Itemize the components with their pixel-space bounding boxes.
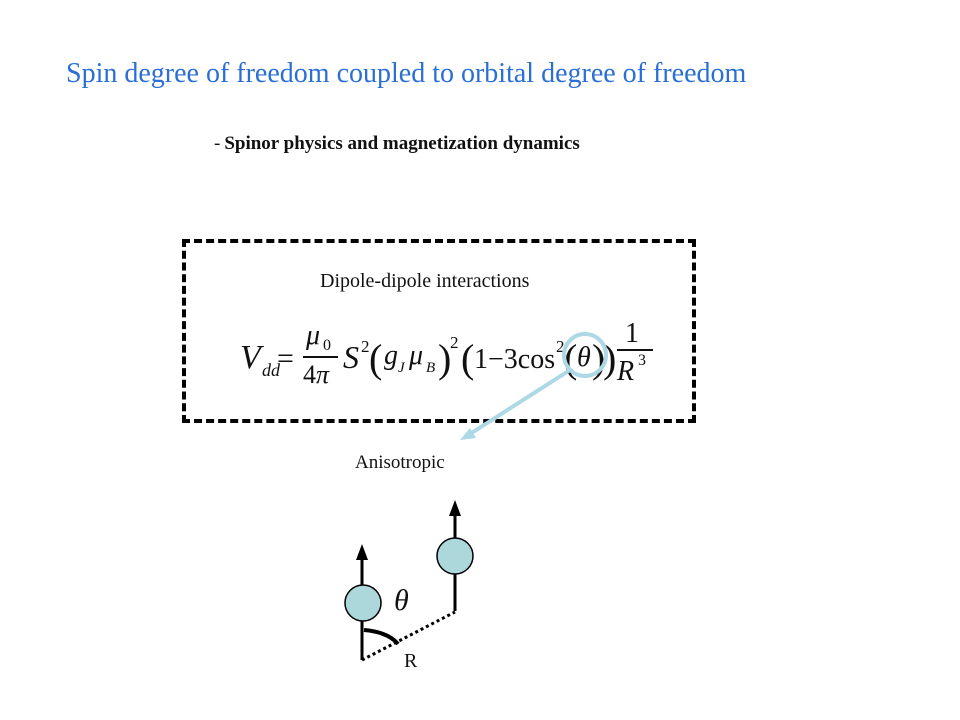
formula-S-sq: 2 <box>361 337 370 356</box>
dipole-interaction-box <box>182 239 696 423</box>
left-atom <box>344 584 382 622</box>
box-label: Dipole-dipole interactions <box>320 270 530 292</box>
right-atom <box>436 537 474 575</box>
anisotropic-label: Anisotropic <box>355 452 445 473</box>
highlight-arrow-line <box>468 368 572 436</box>
formula-R: R <box>616 356 634 387</box>
formula-paren-sq: 2 <box>450 333 459 352</box>
formula-rparen-1: ) <box>438 336 451 381</box>
formula-g: g <box>384 340 398 371</box>
formula-lparen-2: ( <box>461 336 474 381</box>
theta-highlight-circle <box>562 332 608 378</box>
theta-label: θ <box>394 584 409 617</box>
formula-B: B <box>426 360 435 376</box>
formula-numerator-1: 1 <box>625 318 639 349</box>
formula-equals: = <box>277 342 294 375</box>
slide-subtitle: -Spinor physics and magnetization dynami… <box>214 133 580 155</box>
formula-one: 1−3cos <box>474 344 555 375</box>
formula-cos-sq: 2 <box>556 337 565 356</box>
formula-S: S <box>343 339 359 375</box>
subtitle-text: Spinor physics and magnetization dynamic… <box>224 133 580 154</box>
left-arrow-head <box>356 544 368 560</box>
slide-title: Spin degree of freedom coupled to orbita… <box>66 58 747 89</box>
formula-lparen-1: ( <box>369 336 382 381</box>
angle-arc <box>363 628 400 646</box>
subtitle-dash: - <box>214 133 221 154</box>
formula-mu: μ <box>305 320 320 351</box>
formula-dd: dd <box>262 360 281 380</box>
formula-R-cube: 3 <box>638 352 646 369</box>
formula-mu-B: μ <box>408 340 423 371</box>
formula-zero: 0 <box>323 337 331 354</box>
highlight-arrow-head <box>460 428 476 440</box>
formula-theta: θ <box>577 342 591 373</box>
distance-label: R <box>404 650 418 672</box>
formula-J: J <box>398 360 406 376</box>
formula-four-pi: 4π <box>303 360 330 389</box>
right-arrow-head <box>449 500 461 516</box>
